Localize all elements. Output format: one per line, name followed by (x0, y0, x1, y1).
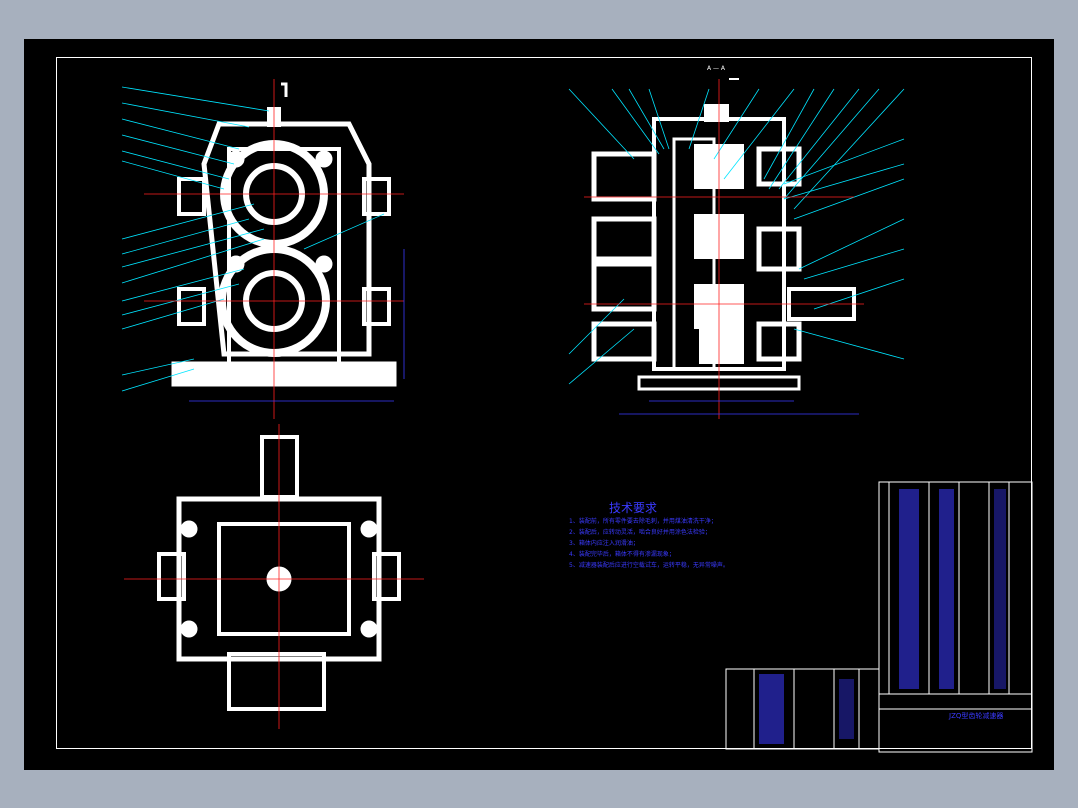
section-view-centerlines (584, 79, 864, 419)
tech-req-line: 3、箱体内应注入润滑油； (569, 540, 639, 547)
tech-req-line: 4、装配完毕后，箱体不得有渗漏现象； (569, 551, 675, 558)
front-view (171, 82, 397, 387)
tech-req-title: 技术要求 (609, 501, 658, 515)
section-view (591, 78, 856, 391)
section-label: A — A (707, 65, 726, 72)
front-view-leaders (121, 86, 385, 392)
tech-req-line: 2、装配后，应转动灵活，啮合良好并用涂色法检验； (569, 529, 711, 536)
top-view-centerlines (124, 424, 424, 729)
drawing-name: JZQ型齿轮减速器 (949, 712, 1004, 720)
technical-requirements: 技术要求 1、装配前，所有零件要去除毛刺，并用煤油清洗干净； 2、装配后，应转动… (569, 499, 869, 571)
front-view-centerlines (144, 79, 404, 419)
tech-req-line: 1、装配前，所有零件要去除毛刺，并用煤油清洗干净； (569, 518, 717, 525)
cad-drawing-canvas (121, 78, 1033, 753)
front-view-dimensions (189, 249, 405, 402)
parts-list-text (759, 489, 1006, 744)
parts-list (725, 481, 1033, 753)
section-view-dimensions (619, 400, 859, 415)
drawing-sheet: A — A 技术要求 1、装配前，所有零件要去除毛刺，并用煤油清洗干净； 2、装… (24, 39, 1054, 770)
sheet-border (56, 57, 1032, 749)
tech-req-line: 5、减速器装配后应进行空载试车，运转平稳，无异常噪声。 (569, 562, 729, 569)
